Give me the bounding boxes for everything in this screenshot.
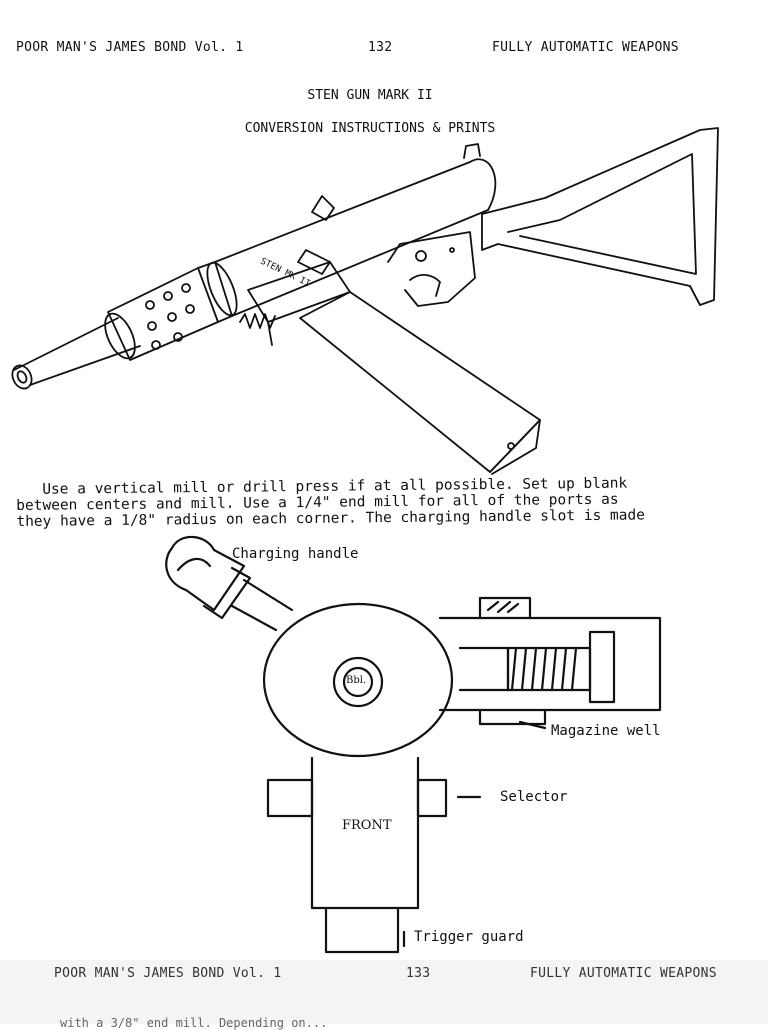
rear-sight bbox=[463, 143, 481, 159]
barrel-top-line bbox=[13, 317, 119, 371]
magazine-well-plate bbox=[478, 708, 547, 726]
bolt-tube bbox=[458, 646, 510, 692]
receiver-front bbox=[206, 261, 238, 317]
next-header-page-number: 133 bbox=[406, 966, 431, 981]
charging-handle-shaft bbox=[242, 578, 294, 612]
page-133-fragment bbox=[0, 960, 768, 1024]
vent-hole bbox=[147, 321, 157, 331]
muzzle-bore bbox=[16, 370, 28, 384]
sten-gun-illustration bbox=[11, 127, 719, 475]
selector-right-block bbox=[416, 778, 448, 818]
housing-body bbox=[438, 616, 662, 712]
vent-hole bbox=[145, 300, 155, 310]
mag-hole bbox=[507, 442, 515, 450]
label-front: FRONT bbox=[342, 818, 392, 833]
next-page-text-fragment: with a 3/8" end mill. Depending on... bbox=[60, 1016, 328, 1030]
trigger-housing bbox=[387, 231, 476, 307]
stock-inner bbox=[507, 153, 697, 275]
page-subtitle: CONVERSION INSTRUCTIONS & PRINTS bbox=[244, 121, 496, 136]
header-page-number: 132 bbox=[368, 40, 393, 55]
barrel-nut bbox=[197, 261, 233, 323]
vent-hole bbox=[185, 304, 195, 314]
trigger-guard-loop bbox=[409, 274, 441, 297]
vent-hole bbox=[173, 332, 183, 342]
vent-hole bbox=[151, 340, 161, 350]
label-bbl: Bbl. bbox=[346, 675, 367, 686]
receiver-top bbox=[214, 161, 471, 263]
charging-handle-knob bbox=[165, 535, 246, 612]
barrel-bottom-line bbox=[29, 345, 141, 386]
cocking-knob bbox=[311, 195, 335, 221]
page-132: POOR MAN'S JAMES BOND Vol. 1 132 FULLY A… bbox=[11, 40, 719, 954]
vent-hole bbox=[163, 291, 173, 301]
barrel-circle-inner bbox=[342, 666, 374, 698]
receiver-disk bbox=[262, 602, 454, 758]
page-title: STEN GUN MARK II bbox=[307, 88, 433, 103]
muzzle bbox=[11, 364, 33, 390]
label-charging-handle: Charging handle bbox=[232, 546, 359, 562]
trigger-pin bbox=[415, 250, 427, 262]
stock-frame bbox=[481, 127, 719, 306]
label-selector: Selector bbox=[500, 789, 568, 805]
label-trigger-guard: Trigger guard bbox=[414, 929, 524, 945]
header-book-title: POOR MAN'S JAMES BOND Vol. 1 bbox=[16, 40, 244, 55]
receiver-rear-cap bbox=[469, 158, 497, 211]
top-block bbox=[478, 596, 532, 620]
vent-hole bbox=[181, 283, 191, 293]
trigger-guard-block bbox=[324, 906, 400, 954]
receiver-bottom bbox=[231, 209, 489, 317]
barrel-circle-outer bbox=[332, 656, 384, 708]
front-body bbox=[310, 756, 420, 910]
header-section: FULLY AUTOMATIC WEAPONS bbox=[492, 40, 679, 55]
label-magazine-well: Magazine well bbox=[551, 723, 661, 739]
selector-left-block bbox=[266, 778, 314, 818]
vent-hole bbox=[167, 312, 177, 322]
shroud-front bbox=[104, 312, 136, 360]
end-cap bbox=[588, 630, 616, 704]
next-header-section: FULLY AUTOMATIC WEAPONS bbox=[530, 966, 717, 981]
charging-assembly-diagram bbox=[165, 535, 662, 954]
spring bbox=[239, 313, 276, 329]
spring-coils bbox=[510, 646, 578, 692]
spring-housing bbox=[506, 646, 592, 692]
next-header-book-title: POOR MAN'S JAMES BOND Vol. 1 bbox=[54, 966, 282, 981]
pin-dot bbox=[449, 247, 455, 253]
